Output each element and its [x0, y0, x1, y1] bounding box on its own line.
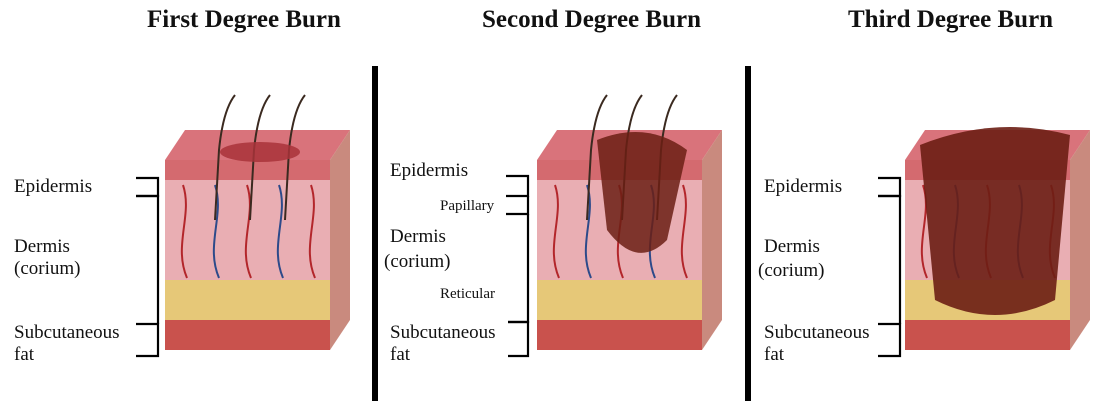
- muscle-layer-first-degree: [165, 320, 330, 350]
- skin-side-third-degree: [1070, 130, 1090, 350]
- skin-block-first-degree: [165, 95, 350, 350]
- skin-block-third-degree: [905, 127, 1090, 350]
- skin-block-second-degree: [537, 95, 722, 350]
- burn-area-third-degree: [920, 127, 1070, 315]
- fat-layer-second-degree: [537, 280, 702, 320]
- epidermis-layer-first-degree: [165, 160, 330, 180]
- fat-layer-first-degree: [165, 280, 330, 320]
- skin-side-first-degree: [330, 130, 350, 350]
- muscle-layer-second-degree: [537, 320, 702, 350]
- skin-side-second-degree: [702, 130, 722, 350]
- burn-area-first-degree: [220, 142, 300, 162]
- muscle-layer-third-degree: [905, 320, 1070, 350]
